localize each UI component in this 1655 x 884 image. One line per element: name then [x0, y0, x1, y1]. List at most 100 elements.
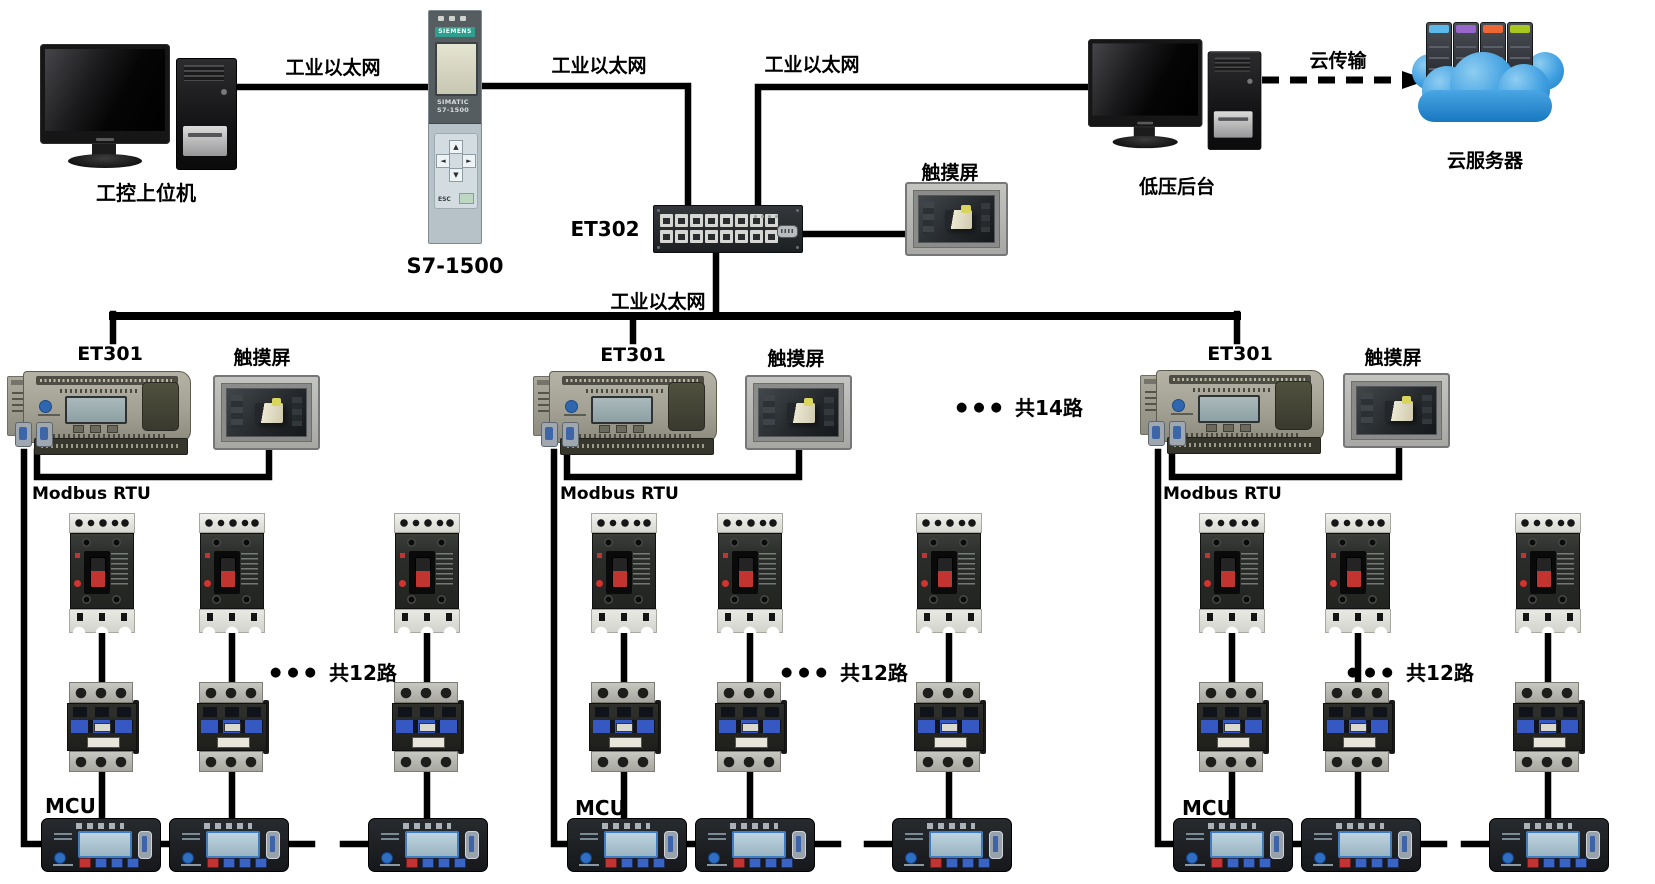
meter-left-text	[580, 833, 598, 841]
contactor-top-terminals	[199, 682, 263, 703]
breaker-text	[241, 553, 258, 585]
contactor-top-terminals	[916, 682, 980, 703]
breaker-text	[633, 553, 650, 585]
meter-serial-port	[1270, 831, 1284, 859]
contactor-bottom-terminals	[394, 751, 458, 772]
contactor-body	[1513, 703, 1583, 751]
gateway-cover	[142, 382, 179, 431]
breaker-top-cap	[1515, 513, 1581, 533]
touchscreen-image	[254, 398, 284, 423]
db9-port-2	[1169, 421, 1186, 446]
breaker-body	[917, 533, 981, 609]
et301-gateway-3	[1140, 370, 1324, 454]
breaker-body	[395, 533, 459, 609]
circuit-breaker-5	[717, 513, 783, 633]
terminal-dots	[60, 389, 138, 393]
backend-computer	[1088, 32, 1262, 150]
brand-logo	[1171, 399, 1193, 415]
breaker-bottom-cap	[591, 609, 657, 633]
gateway-buttons	[599, 425, 644, 433]
breaker-panel	[606, 551, 632, 594]
meter-left-text	[1502, 833, 1520, 841]
breaker-indicator	[596, 580, 603, 587]
contactor-blue-band	[71, 720, 133, 733]
breaker-top-cap	[1199, 513, 1265, 533]
contactor-label-plate	[217, 737, 250, 748]
meter-top-text	[1208, 823, 1256, 829]
touchscreen-2	[745, 375, 852, 450]
contactor-label-plate	[412, 737, 445, 748]
monitor-base	[1112, 135, 1178, 149]
breaker-text	[1367, 553, 1384, 585]
contactor-bottom-terminals	[1325, 751, 1389, 772]
meter-left-text	[381, 833, 399, 841]
gateway-body	[1156, 370, 1324, 442]
breaker-top-cap	[69, 513, 135, 533]
monitor-screen	[45, 49, 165, 131]
contactor-4	[589, 682, 661, 772]
modbus-label-1: Modbus RTU	[32, 484, 151, 504]
breaker-bottom-cap	[1199, 609, 1265, 633]
mcu-meter-8	[1301, 818, 1421, 872]
breaker-top-cap	[717, 513, 783, 533]
gateway-buttons	[1206, 424, 1251, 432]
touchscreen-display	[226, 388, 307, 437]
plc-keypad: ▲ ▼ ◄ ► ESC	[434, 133, 478, 209]
circuit-breaker-3	[394, 513, 460, 633]
computer-tower	[176, 58, 237, 170]
rj45-ports	[660, 214, 778, 243]
meter-left-text	[905, 833, 923, 841]
breaker-indicator	[921, 580, 928, 587]
serial-port	[777, 225, 798, 238]
meter-logo	[1185, 852, 1205, 866]
contactor-top-terminals	[69, 682, 133, 703]
breaker-text	[958, 553, 975, 585]
meter-top-text	[1336, 823, 1384, 829]
monitor-neck	[92, 144, 116, 156]
group2-wires	[550, 446, 953, 848]
meter-buttons	[406, 858, 466, 868]
breaker-bottom-cap	[69, 609, 135, 633]
breaker-indicator	[1520, 580, 1527, 587]
arrow-up-key: ▲	[449, 140, 463, 154]
terminal-dots	[1171, 433, 1299, 437]
breaker-rocker	[1346, 557, 1362, 588]
meter-lcd	[1210, 831, 1264, 858]
mcu-meter-4	[567, 818, 687, 872]
breaker-rocker	[90, 557, 106, 588]
backbone-wires	[109, 71, 1428, 345]
contactor-body	[67, 703, 137, 751]
breaker-rocker	[1536, 557, 1552, 588]
terminal-dots	[1193, 388, 1271, 392]
arrow-down-key: ▼	[449, 168, 463, 182]
meter-left-text	[54, 833, 72, 841]
tower-drive-bay	[183, 126, 227, 156]
circuit-breaker-4	[591, 513, 657, 633]
mcu-meter-3	[368, 818, 488, 872]
industrial-ethernet-label-2: 工业以太网	[551, 55, 647, 77]
arrow-right-key: ►	[462, 154, 476, 168]
meter-lcd	[1526, 831, 1580, 858]
breaker-indicator	[399, 580, 406, 587]
plc-model-text: SIMATIC S7-1500	[437, 98, 470, 114]
contactor-top-terminals	[1515, 682, 1579, 703]
computer-tower	[1207, 51, 1262, 150]
meter-lcd	[78, 831, 132, 858]
touchscreen-bezel	[913, 190, 1000, 248]
et301-gateway-1	[7, 371, 191, 455]
circuit-breaker-6	[916, 513, 982, 633]
ethernet-switch-et302	[653, 205, 803, 253]
monitor	[40, 44, 170, 144]
meter-logo	[181, 852, 201, 866]
touchscreen-label-3: 触摸屏	[1364, 347, 1422, 369]
breaker-panel	[732, 551, 758, 594]
meter-serial-port	[266, 831, 280, 859]
monitor	[1088, 39, 1203, 128]
breaker-bottom-cap	[717, 609, 783, 633]
ellipsis-dots: ●●●	[781, 665, 834, 680]
gateway-label-1: ET301	[77, 343, 143, 365]
contactor-body	[392, 703, 462, 751]
meter-logo	[53, 852, 73, 866]
